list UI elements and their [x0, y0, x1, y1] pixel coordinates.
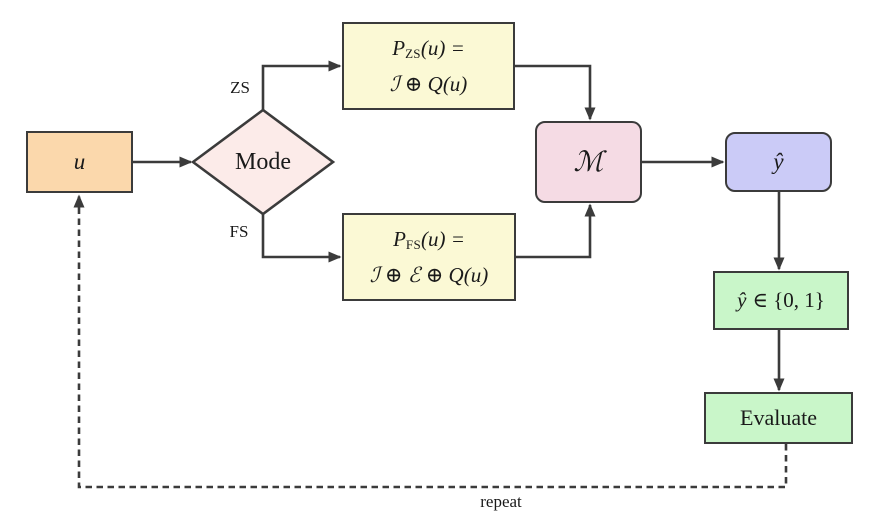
edge-prompt-zs-to-model: [515, 64, 596, 121]
edge-mode-to-prompt-fs: [261, 214, 342, 263]
edge-prompt-fs-to-model: [516, 203, 596, 259]
prompt-zs-line2: ℐ ⊕ Q(u): [389, 72, 468, 96]
prompt-zs-args: (u) =: [420, 36, 465, 60]
prompt-fs-symbol: P: [393, 227, 406, 251]
model-node: ℳ: [535, 121, 642, 203]
evaluate-label: Evaluate: [740, 405, 817, 430]
prompt-fs-line1: PFS(u) =: [393, 224, 465, 260]
prompt-fs-args: (u) =: [420, 227, 465, 251]
prompt-zs-subscript: ZS: [405, 46, 421, 61]
edge-label-zs: ZS: [230, 78, 250, 97]
edge-label-repeat: repeat: [480, 492, 522, 511]
edge-mode-to-prompt-zs: [261, 60, 342, 110]
mode-decision-diamond: [190, 108, 336, 216]
evaluate-node: Evaluate: [704, 392, 853, 444]
edge-repeat-loop: [73, 194, 788, 489]
prompt-fs-node: PFS(u) = ℐ ⊕ ℰ ⊕ Q(u): [342, 213, 516, 301]
mode-decision-label-wrap: Mode: [193, 110, 333, 214]
edge-label-fs: FS: [229, 222, 249, 241]
input-node: u: [26, 131, 133, 193]
prediction-label: ŷ: [773, 149, 784, 174]
mode-label: Mode: [235, 148, 291, 175]
model-label: ℳ: [573, 147, 604, 178]
input-label: u: [73, 149, 86, 174]
prompt-zs-line1: PZS(u) =: [392, 33, 465, 69]
output-set-var: ŷ: [737, 288, 747, 312]
prompt-zs-node: PZS(u) = ℐ ⊕ Q(u): [342, 22, 515, 110]
prediction-node: ŷ: [725, 132, 832, 192]
prompt-fs-line2: ℐ ⊕ ℰ ⊕ Q(u): [369, 263, 489, 287]
output-set-domain: ∈ {0, 1}: [752, 288, 825, 312]
prompt-zs-symbol: P: [392, 36, 406, 60]
output-set-node: ŷ∈ {0, 1}: [713, 271, 849, 330]
prompt-fs-subscript: FS: [405, 237, 421, 252]
